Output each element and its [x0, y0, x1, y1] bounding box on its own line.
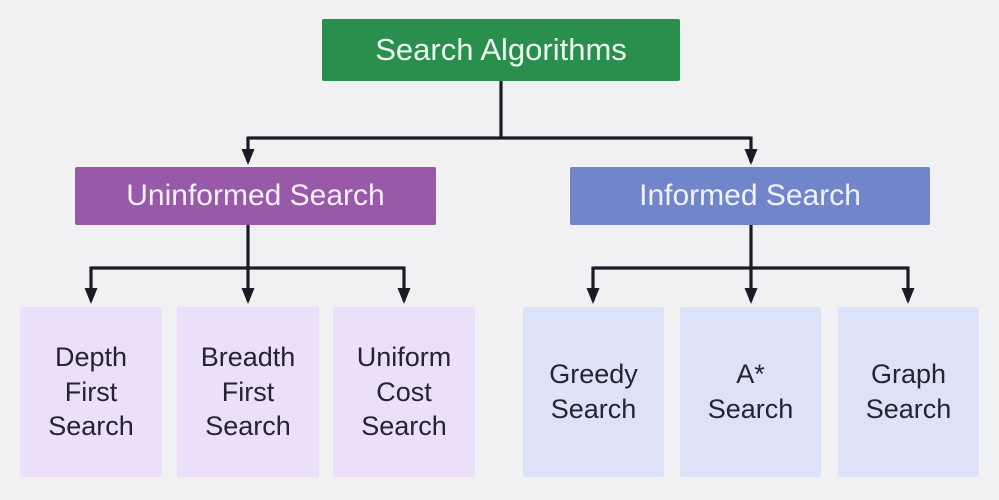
node-search-algorithms: Search Algorithms	[322, 19, 680, 81]
node-breadth-first-search-label: Breadth First Search	[200, 342, 296, 442]
node-uniform-cost-search-label: Uniform Cost Search	[356, 342, 452, 442]
node-breadth-first-search: Breadth First Search	[177, 307, 319, 477]
node-informed-search-label: Informed Search	[639, 179, 861, 212]
node-graph-search: Graph Search	[838, 307, 979, 477]
node-graph-search-label: Graph Search	[865, 359, 952, 424]
node-informed-search: Informed Search	[570, 167, 930, 225]
node-a-star-search-label: A* Search	[707, 359, 794, 424]
node-uniform-cost-search: Uniform Cost Search	[333, 307, 475, 477]
node-a-star-search: A* Search	[680, 307, 821, 477]
node-greedy-search: Greedy Search	[523, 307, 664, 477]
node-depth-first-search: Depth First Search	[20, 307, 162, 477]
node-uninformed-search: Uninformed Search	[75, 167, 436, 225]
node-uninformed-search-label: Uninformed Search	[126, 179, 385, 212]
node-search-algorithms-label: Search Algorithms	[375, 32, 627, 67]
node-depth-first-search-label: Depth First Search	[48, 342, 134, 442]
node-greedy-search-label: Greedy Search	[549, 359, 638, 424]
